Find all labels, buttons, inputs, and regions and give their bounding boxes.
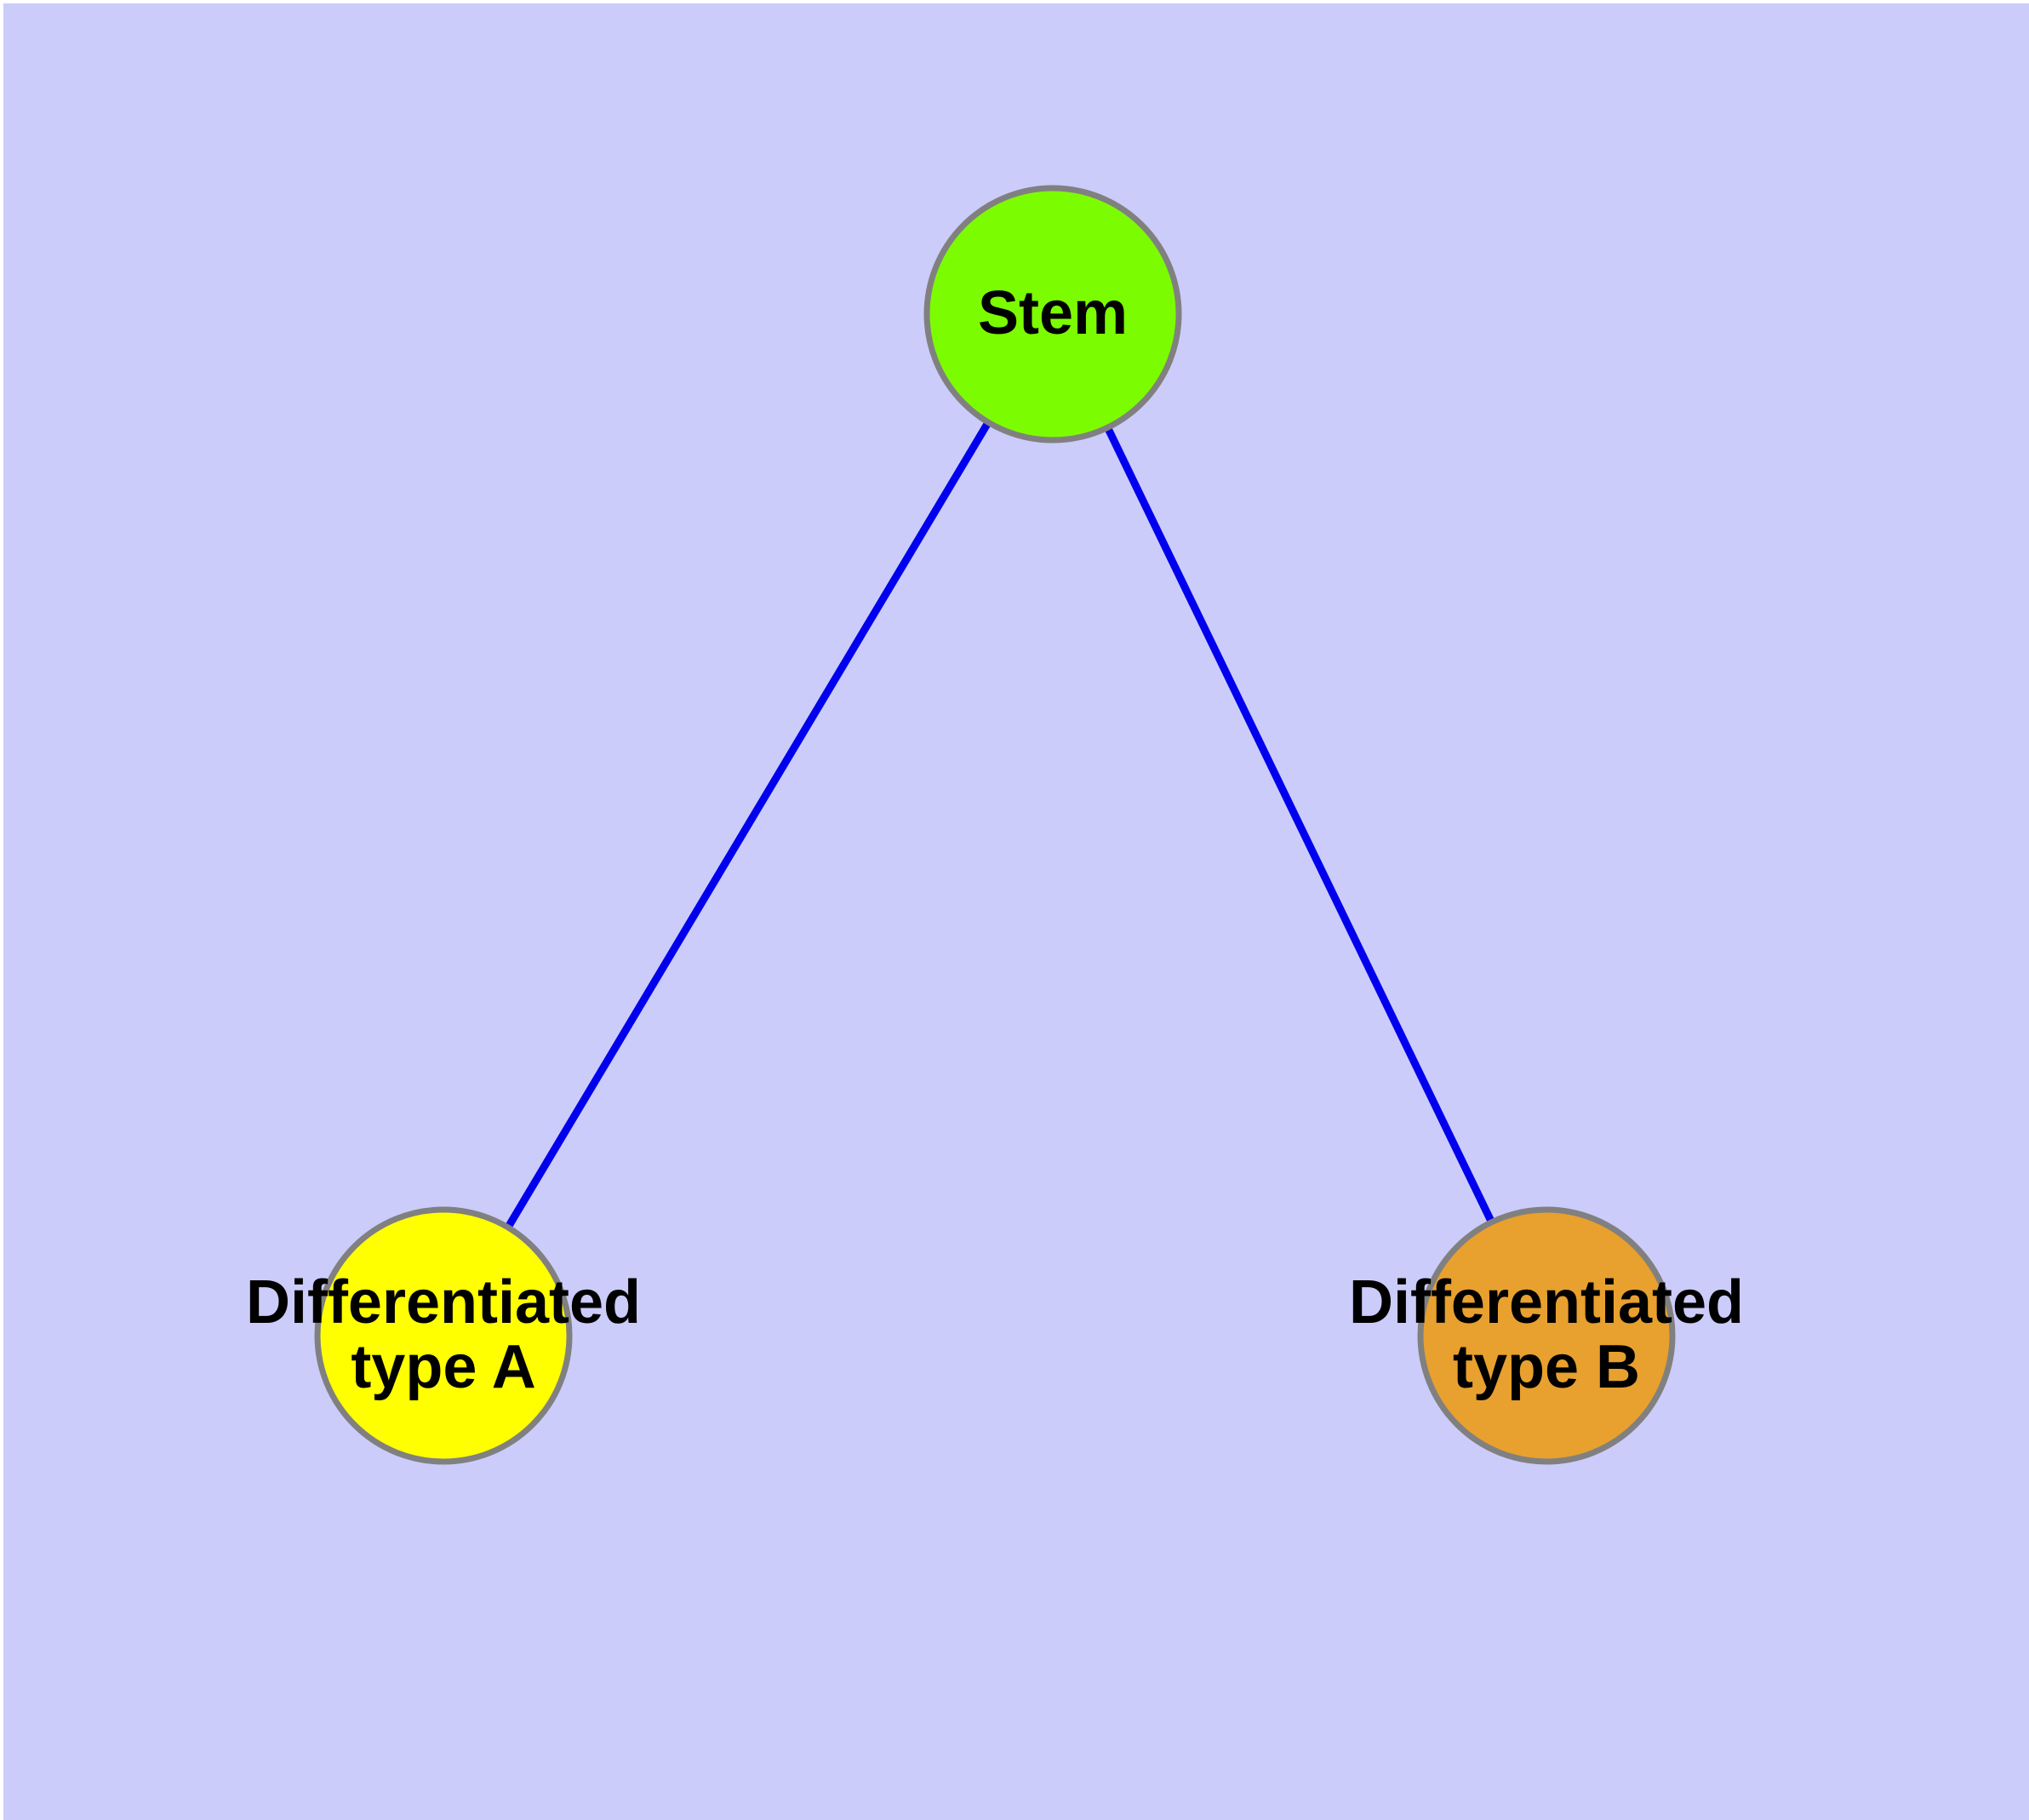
edge-layer (440, 312, 1551, 1338)
node-differentiated-type-b[interactable] (1417, 1206, 1676, 1465)
node-stem[interactable] (923, 185, 1182, 444)
node-layer (314, 185, 1676, 1465)
node-differentiated-type-a[interactable] (314, 1206, 573, 1465)
edge-stem-to-differentiated-type-a[interactable] (440, 312, 1056, 1338)
edge-stem-to-differentiated-type-b[interactable] (1049, 312, 1551, 1337)
